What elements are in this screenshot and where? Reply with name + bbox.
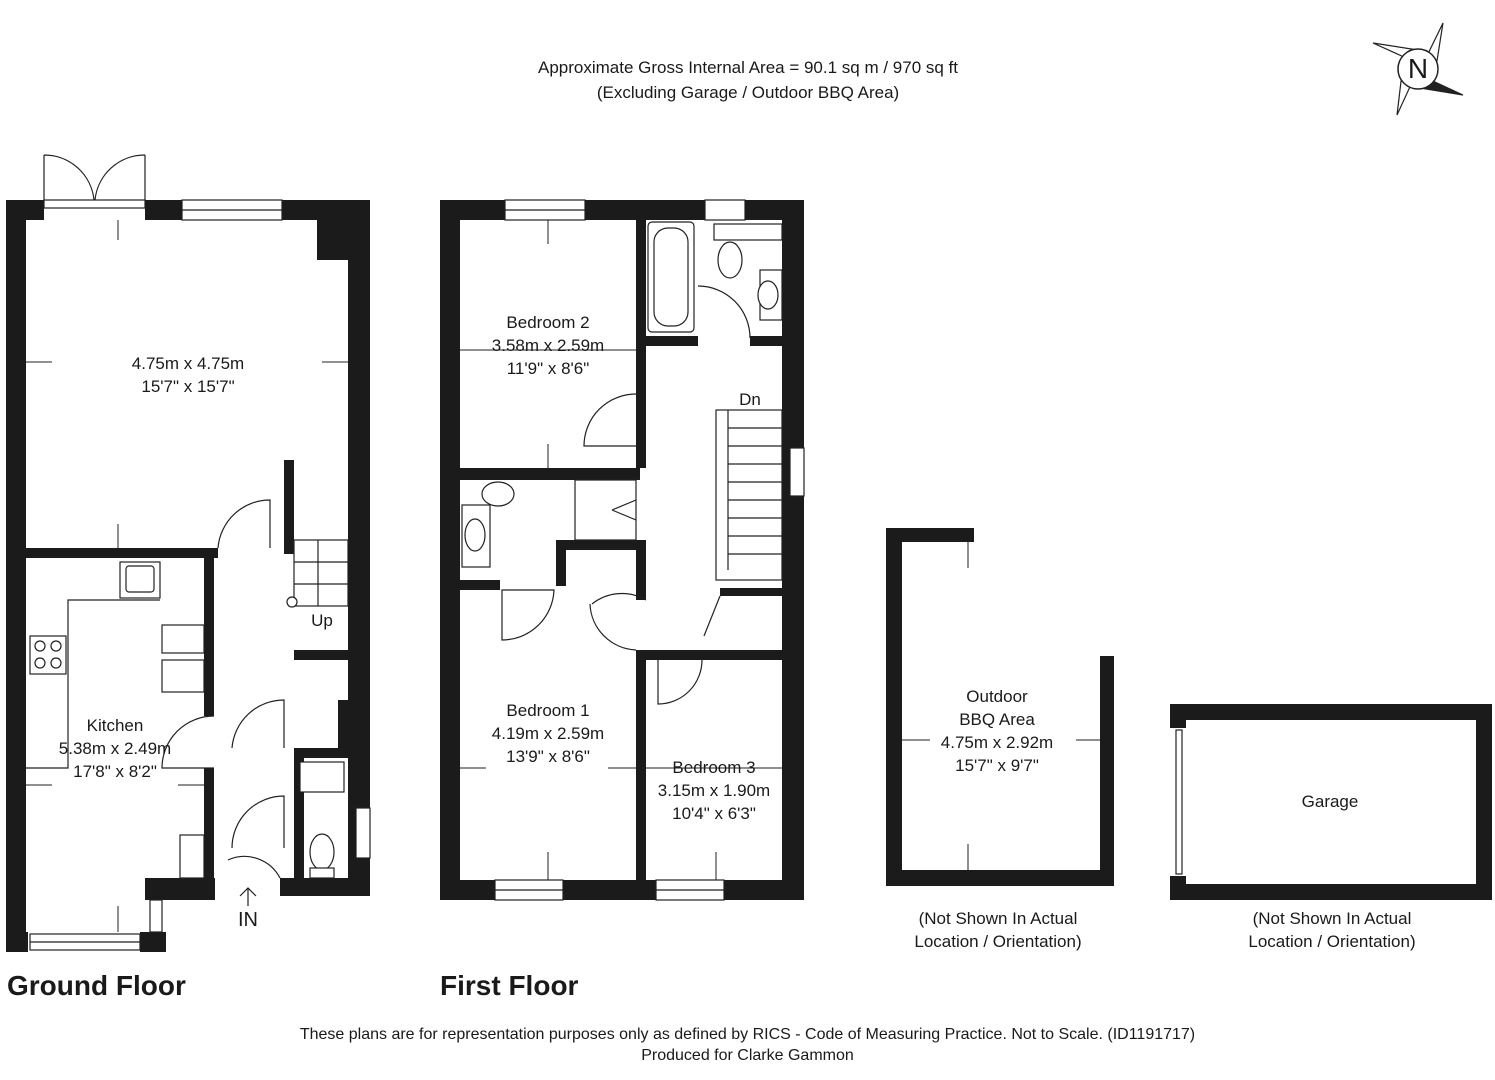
ground-floor-title: Ground Floor — [7, 970, 186, 1001]
living-room-label: 4.75m x 4.75m 15'7" x 15'7" — [90, 352, 286, 398]
bedroom2-metric: 3.58m x 2.59m — [491, 336, 605, 355]
compass-label: N — [1407, 53, 1429, 84]
kitchen-metric: 5.38m x 2.49m — [58, 739, 172, 758]
outdoor-bbq-name-2: BBQ Area — [959, 710, 1035, 729]
first-floor-plan — [440, 199, 805, 901]
outdoor-note-line1: (Not Shown In Actual — [918, 909, 1078, 928]
bedroom2-label: Bedroom 2 3.58m x 2.59m 11'9" x 8'6" — [464, 311, 632, 380]
stairs-down-label: Dn — [739, 390, 761, 409]
bedroom1-metric: 4.19m x 2.59m — [491, 724, 605, 743]
kitchen-label: Kitchen 5.38m x 2.49m 17'8" x 8'2" — [40, 714, 190, 783]
garage-note-line1: (Not Shown In Actual — [1252, 909, 1412, 928]
garage-plan — [1170, 704, 1492, 900]
outdoor-bbq-label: Outdoor BBQ Area 4.75m x 2.92m 15'7" x 9… — [912, 685, 1082, 777]
footer-producer: Produced for Clarke Gammon — [641, 1047, 854, 1064]
kitchen-name: Kitchen — [86, 716, 144, 735]
entrance-label: IN — [238, 909, 258, 931]
first-floor-title: First Floor — [440, 970, 579, 1001]
kitchen-imperial: 17'8" x 8'2" — [73, 762, 157, 781]
bedroom3-name: Bedroom 3 — [672, 758, 756, 777]
header-area-line: Approximate Gross Internal Area = 90.1 s… — [537, 58, 959, 77]
outdoor-bbq-metric: 4.75m x 2.92m — [940, 733, 1054, 752]
compass-icon — [1372, 22, 1464, 116]
header-exclusion-line: (Excluding Garage / Outdoor BBQ Area) — [596, 83, 900, 102]
bedroom2-name: Bedroom 2 — [506, 313, 590, 332]
outdoor-note-line2: Location / Orientation) — [914, 932, 1082, 951]
bedroom3-metric: 3.15m x 1.90m — [657, 781, 771, 800]
bedroom1-name: Bedroom 1 — [506, 701, 590, 720]
living-room-metric: 4.75m x 4.75m — [131, 354, 245, 373]
bedroom2-imperial: 11'9" x 8'6" — [506, 359, 590, 378]
ground-floor-plan — [6, 154, 371, 952]
stairs-up-label: Up — [311, 611, 333, 630]
bedroom1-imperial: 13'9" x 8'6" — [506, 747, 590, 766]
living-room-imperial: 15'7" x 15'7" — [141, 377, 235, 396]
outdoor-bbq-plan — [886, 528, 1114, 886]
garage-name: Garage — [1301, 792, 1359, 811]
garage-note-line2: Location / Orientation) — [1248, 932, 1416, 951]
outdoor-bbq-imperial: 15'7" x 9'7" — [955, 756, 1039, 775]
bedroom3-label: Bedroom 3 3.15m x 1.90m 10'4" x 6'3" — [648, 756, 780, 825]
bedroom3-imperial: 10'4" x 6'3" — [672, 804, 756, 823]
garage-note: (Not Shown In Actual Location / Orientat… — [1214, 907, 1450, 953]
outdoor-bbq-note: (Not Shown In Actual Location / Orientat… — [880, 907, 1116, 953]
footer-disclaimer: These plans are for representation purpo… — [299, 1026, 1196, 1043]
bedroom1-label: Bedroom 1 4.19m x 2.59m 13'9" x 8'6" — [464, 699, 632, 768]
outdoor-bbq-name-1: Outdoor — [966, 687, 1028, 706]
